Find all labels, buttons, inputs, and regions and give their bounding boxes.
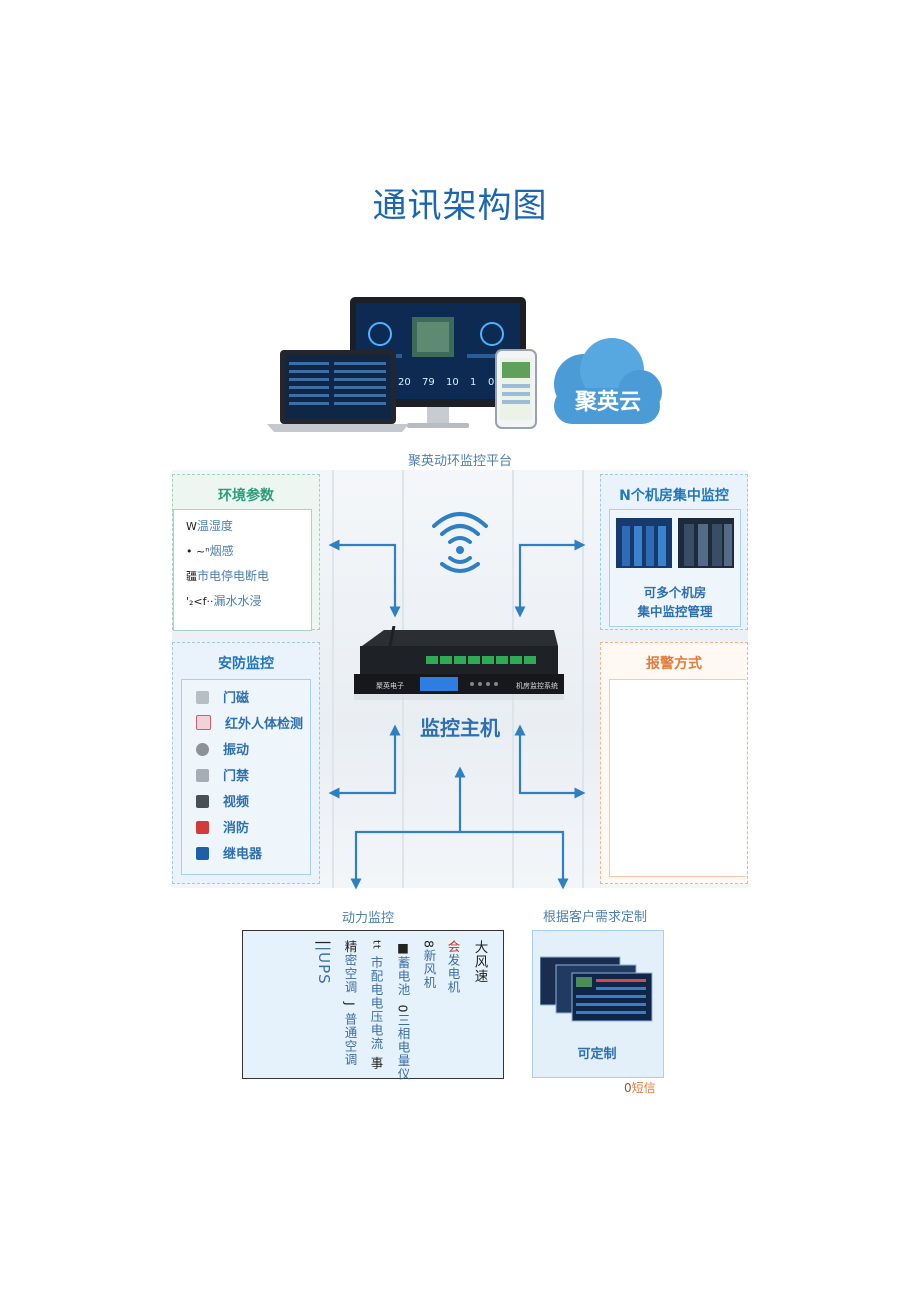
server-room-photos [616, 518, 734, 568]
host-brand: 聚英电子 [376, 681, 404, 690]
alarm-panel-title: 报警方式 [646, 656, 702, 672]
platform-caption: 聚英动环监控平台 [407, 454, 512, 469]
power-item-mains-voltage: tt市配电电压电流事 [368, 940, 384, 1070]
gauge-icon [368, 322, 392, 346]
security-panel: 安防监控 门磁 红外人体检测 振动 门禁 视频 消防 继电器 [172, 642, 320, 884]
cloud-icon [554, 338, 662, 424]
security-item-door-magnet: 门磁 [196, 686, 310, 712]
multi-room-caption-line1: 可多个机房 [643, 585, 707, 600]
env-item-power-outage: 疆市电停电断电 [186, 569, 270, 583]
readout-value: 10 [446, 377, 459, 388]
gauge-icon [480, 322, 504, 346]
power-item-wind-speed: 大风速 [471, 940, 488, 984]
power-item-generator: 会发电机 [445, 940, 461, 994]
env-panel-title: 环境参数 [218, 488, 274, 504]
multi-room-caption-line2: 集中监控管理 [637, 604, 713, 619]
power-item-battery-meter: ■蓄电池0三相电量仪 [395, 940, 411, 1081]
env-item-smoke: • ~ⁿ烟感 [186, 544, 234, 558]
readout-value: 0 [488, 377, 494, 388]
alarm-panel: 报警方式 [600, 642, 748, 884]
security-item-relay: 继电器 [196, 842, 310, 868]
security-panel-list: 门磁 红外人体检测 振动 门禁 视频 消防 继电器 [181, 679, 311, 875]
readout-value: 79 [422, 377, 435, 388]
sms-label: 0短信 [624, 1081, 656, 1095]
host-label: 监控主机 [420, 716, 500, 740]
multi-room-panel-body: 可多个机房 集中监控管理 [609, 509, 741, 627]
security-item-infrared: 红外人体检测 [196, 712, 310, 738]
host-system-label: 机房监控系统 [516, 681, 558, 690]
power-panel [242, 930, 504, 1079]
env-item-water-leak: '₂<f··漏水水浸 [186, 594, 262, 608]
multi-room-panel-title: N个机房集中监控 [619, 488, 729, 504]
power-item-fresh-air: 8新风机 [421, 940, 437, 990]
door-magnet-icon [196, 691, 209, 704]
security-panel-title: 安防监控 [218, 656, 274, 672]
cloud-label: 聚英云 [574, 390, 641, 415]
fire-extinguisher-icon [196, 821, 209, 834]
security-item-video: 视频 [196, 790, 310, 816]
power-panel-caption: 动力监控 [341, 911, 394, 926]
page-title: 通讯架构图 [372, 186, 548, 226]
power-item-ups: ||UPS [315, 940, 333, 985]
readout-value: 20 [398, 377, 411, 388]
power-item-air-conditioning: 精密空调J普通空调 [342, 940, 358, 1067]
vibration-sensor-icon [196, 743, 209, 756]
infrared-sensor-icon [196, 715, 211, 730]
dashboard-screens-illustration [540, 956, 653, 1022]
security-item-access-control: 门禁 [196, 764, 310, 790]
readout-value: 1 [470, 377, 476, 388]
platform-devices-illustration: 20 79 10 1 0 聚英云 [267, 297, 662, 432]
alarm-panel-body [609, 679, 746, 877]
env-panel-list: W温湿度 • ~ⁿ烟感 疆市电停电断电 '₂<f··漏水水浸 [173, 509, 312, 631]
security-item-vibration: 振动 [196, 738, 310, 764]
security-item-fire: 消防 [196, 816, 310, 842]
monitoring-host-device: 聚英电子 机房监控系统 [354, 626, 564, 700]
env-item-temp-humidity: W温湿度 [186, 519, 233, 533]
host-display [420, 677, 458, 691]
access-control-icon [196, 769, 209, 782]
relay-icon [196, 847, 209, 860]
custom-panel-caption: 根据客户需求定制 [542, 910, 647, 925]
env-panel: 环境参数 W温湿度 • ~ⁿ烟感 疆市电停电断电 '₂<f··漏水水浸 [172, 474, 320, 631]
wifi-icon [432, 512, 488, 573]
multi-room-panel: N个机房集中监控 可多个机房 集中监控管理 [600, 474, 748, 630]
monitor-stand [407, 423, 469, 428]
laptop-base [267, 424, 409, 432]
camera-icon [196, 795, 209, 808]
custom-panel-label: 可定制 [577, 1047, 617, 1062]
